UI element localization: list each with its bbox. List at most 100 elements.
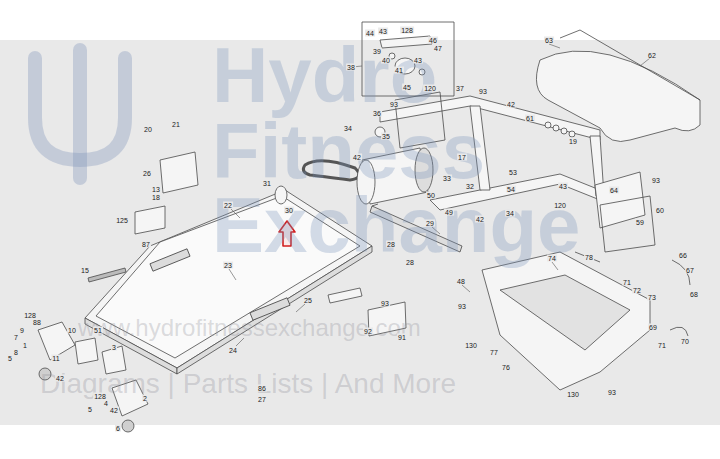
callout-number: 74 [547, 255, 557, 262]
callout-number: 51 [93, 327, 103, 334]
callout-number: 86 [257, 385, 267, 392]
callout-number: 26 [142, 170, 152, 177]
callout-number: 42 [109, 407, 119, 414]
callout-number: 1 [22, 342, 28, 349]
callout-number: 30 [284, 207, 294, 214]
callout-number: 128 [400, 27, 414, 34]
callout-number: 130 [566, 391, 580, 398]
callout-number: 61 [525, 115, 535, 122]
callout-number: 6 [115, 425, 121, 432]
callout-number: 78 [584, 254, 594, 261]
callout-number: 53 [508, 169, 518, 176]
callout-number: 11 [51, 355, 60, 362]
callout-number: 5 [7, 355, 13, 362]
callout-number: 20 [143, 126, 153, 133]
callout-number: 76 [501, 364, 511, 371]
callout-number: 27 [257, 396, 267, 403]
callout-number: 28 [405, 259, 415, 266]
callout-number: 35 [381, 133, 391, 140]
callout-number: 62 [647, 52, 657, 59]
callout-number: 88 [32, 319, 42, 326]
callout-number: 5 [87, 406, 93, 413]
callout-number: 8 [13, 349, 19, 356]
callout-number: 25 [303, 297, 313, 304]
callout-number: 34 [505, 210, 515, 217]
callout-number: 49 [444, 209, 454, 216]
callout-number: 31 [262, 180, 272, 187]
callout-number: 120 [553, 202, 567, 209]
callout-number: 42 [475, 216, 485, 223]
callout-number: 67 [685, 267, 695, 274]
callout-number: 43 [413, 57, 423, 64]
callout-number: 4 [103, 400, 109, 407]
callout-number: 33 [442, 175, 452, 182]
callout-number: 92 [363, 328, 373, 335]
callout-number: 13 [151, 186, 161, 193]
callout-number: 50 [426, 192, 436, 199]
callout-number: 125 [115, 217, 129, 224]
callout-number: 10 [67, 327, 77, 334]
callout-number: 42 [352, 154, 362, 161]
callout-number: 93 [457, 303, 467, 310]
callout-number: 39 [372, 48, 382, 55]
callout-number: 66 [678, 252, 688, 259]
callout-number: 44 [365, 30, 375, 37]
callout-number: 69 [648, 324, 658, 331]
callout-number: 40 [381, 57, 391, 64]
callout-number: 93 [478, 88, 488, 95]
callout-number: 54 [506, 186, 516, 193]
callout-number: 43 [378, 28, 388, 35]
callout-number: 72 [632, 287, 642, 294]
watermark-text: Exchange [212, 186, 580, 264]
callout-number: 130 [464, 342, 478, 349]
callout-number: 60 [655, 207, 665, 214]
callout-number: 91 [397, 334, 407, 341]
callout-number: 17 [457, 154, 467, 161]
callout-number: 32 [465, 183, 475, 190]
callout-number: 29 [425, 220, 435, 227]
callout-number: 18 [151, 194, 161, 201]
callout-number: 3 [111, 344, 117, 351]
callout-number: 71 [622, 279, 632, 286]
watermark-text: Hydro [212, 36, 437, 114]
callout-number: 21 [171, 121, 181, 128]
callout-number: 23 [223, 262, 233, 269]
callout-number: 87 [141, 241, 151, 248]
callout-number: 120 [423, 85, 437, 92]
callout-number: 15 [80, 267, 90, 274]
callout-number: 9 [19, 327, 25, 334]
callout-number: 38 [346, 64, 356, 71]
callout-number: 77 [489, 349, 499, 356]
callout-number: 37 [455, 85, 465, 92]
callout-number: 59 [635, 219, 645, 226]
callout-number: 48 [456, 278, 466, 285]
callout-number: 47 [433, 45, 443, 52]
callout-number: 71 [657, 342, 667, 349]
callout-number: 70 [680, 338, 690, 345]
callout-number: 73 [647, 294, 657, 301]
callout-number: 43 [558, 183, 568, 190]
callout-number: 2 [142, 395, 148, 402]
callout-number: 19 [568, 138, 578, 145]
callout-number: 68 [689, 291, 699, 298]
callout-number: 24 [228, 347, 238, 354]
callout-number: 45 [402, 84, 412, 91]
callout-number: 7 [13, 334, 19, 341]
callout-number: 28 [386, 241, 396, 248]
callout-number: 93 [607, 389, 617, 396]
callout-number: 42 [55, 375, 65, 382]
callout-number: 64 [609, 187, 619, 194]
callout-number: 22 [223, 202, 233, 209]
callout-number: 63 [544, 37, 554, 44]
callout-number: 34 [343, 125, 353, 132]
callout-number: 42 [506, 101, 516, 108]
callout-number: 36 [372, 110, 382, 117]
callout-number: 93 [380, 300, 390, 307]
callout-number: 41 [394, 67, 404, 74]
callout-number: 128 [23, 312, 37, 319]
callout-number: 93 [389, 101, 399, 108]
callout-number: 128 [93, 393, 107, 400]
callout-number: 46 [428, 37, 438, 44]
callout-number: 93 [651, 177, 661, 184]
